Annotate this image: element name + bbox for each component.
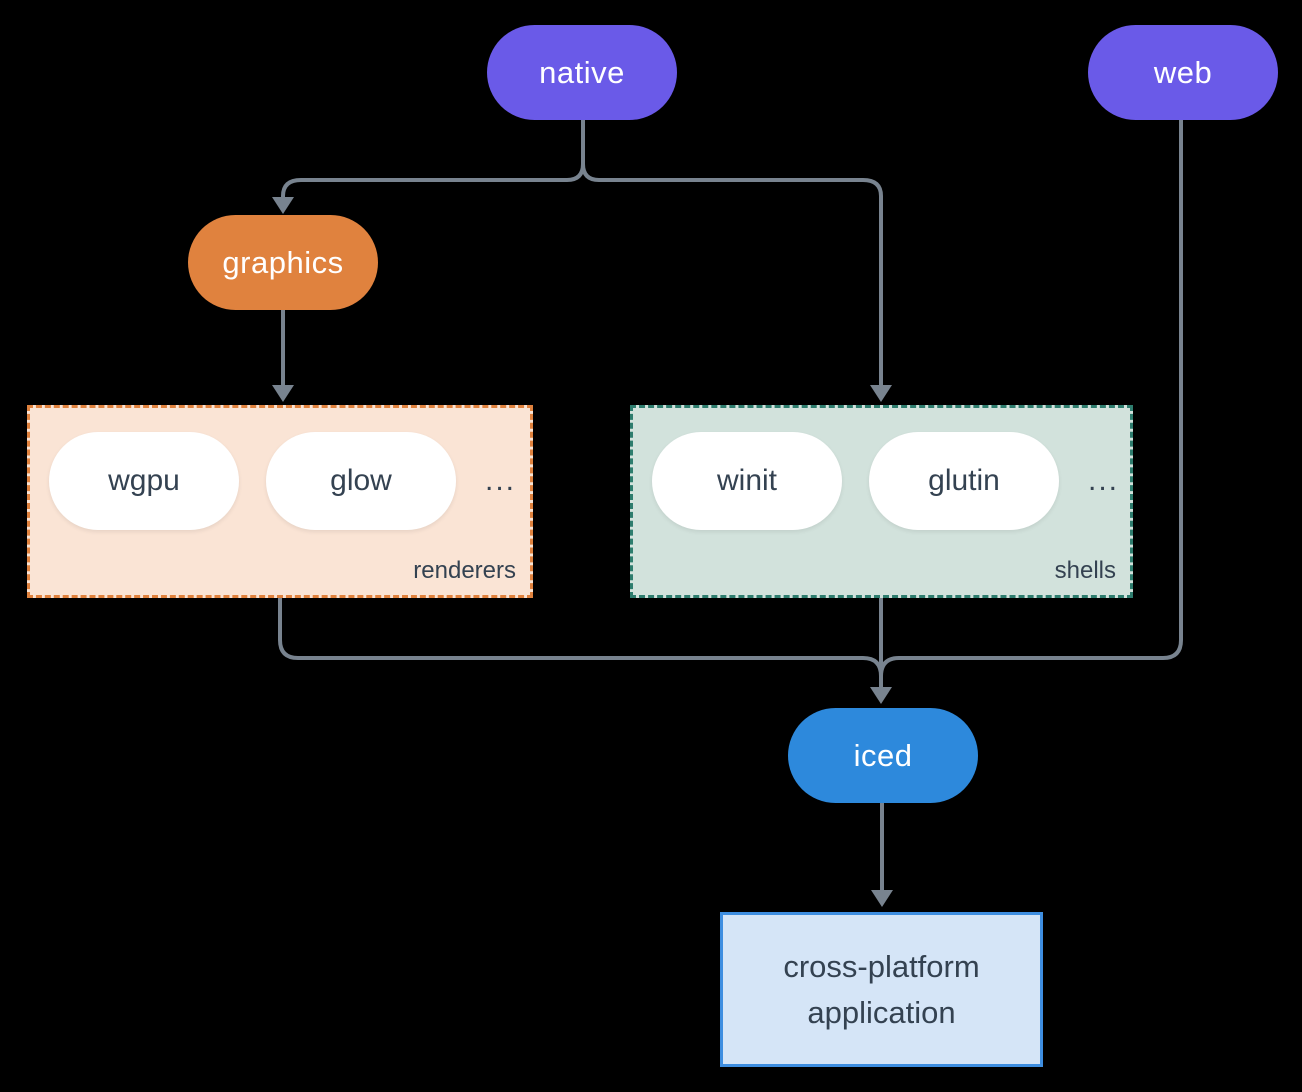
node-iced: iced: [788, 708, 978, 803]
group-renderers-items: wgpu glow ...: [49, 432, 516, 530]
arrowhead-into-graphics: [272, 197, 294, 214]
edge-web-merge: [879, 120, 1183, 677]
node-winit: winit: [652, 432, 842, 530]
group-renderers: wgpu glow ... renderers: [27, 405, 533, 598]
arrowhead-into-renderers: [272, 385, 294, 402]
arrowhead-into-iced: [870, 687, 892, 704]
edge-native-graphics: [281, 120, 585, 198]
node-graphics: graphics: [188, 215, 378, 310]
node-native-label: native: [539, 54, 625, 90]
renderers-ellipsis: ...: [485, 464, 517, 497]
node-iced-label: iced: [853, 737, 913, 773]
node-glow: glow: [266, 432, 456, 530]
node-web: web: [1088, 25, 1278, 120]
node-glow-label: glow: [330, 464, 392, 497]
node-glutin: glutin: [869, 432, 1059, 530]
node-cross-platform-application: cross-platform application: [720, 912, 1043, 1067]
application-label-line1: cross-platform: [783, 948, 980, 984]
node-native: native: [487, 25, 677, 120]
node-glutin-label: glutin: [928, 464, 1000, 497]
edge-native-shells: [581, 120, 883, 386]
group-renderers-label: renderers: [413, 557, 516, 584]
arrowhead-into-shells: [870, 385, 892, 402]
node-winit-label: winit: [716, 464, 777, 497]
node-wgpu: wgpu: [49, 432, 239, 530]
arrowhead-into-application: [871, 890, 893, 907]
application-label-line2: application: [807, 994, 956, 1030]
node-graphics-label: graphics: [222, 244, 344, 280]
shells-ellipsis: ...: [1088, 464, 1120, 497]
edge-renderers-merge: [278, 598, 883, 677]
group-shells-label: shells: [1054, 557, 1116, 584]
node-web-label: web: [1153, 54, 1213, 90]
group-shells-items: winit glutin ...: [652, 432, 1119, 530]
node-wgpu-label: wgpu: [108, 464, 180, 497]
group-shells: winit glutin ... shells: [630, 405, 1133, 598]
